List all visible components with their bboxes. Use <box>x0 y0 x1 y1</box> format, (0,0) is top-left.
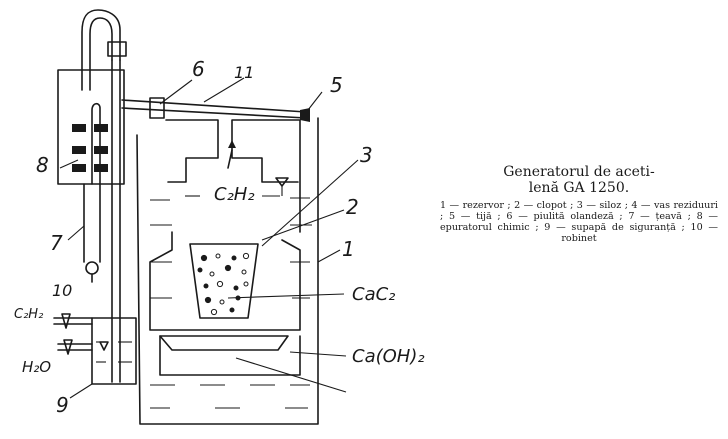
label-c2h2-bell: C₂H₂ <box>214 184 255 205</box>
chemical-purifier <box>57 69 125 185</box>
caption-legend: 1 — rezervor ; 2 — clopot ; 3 — siloz ; … <box>440 200 718 244</box>
label-10: 10 <box>52 281 72 300</box>
label-cac2: CaC₂ <box>352 284 395 305</box>
carbide-pieces <box>197 252 250 316</box>
union-nut <box>149 97 165 119</box>
label-8: 8 <box>36 153 49 177</box>
caption-title-line1: Generatorul de aceti- <box>503 164 655 180</box>
label-11: 11 <box>234 63 254 82</box>
diagram-labels: 1 2 3 5 6 7 8 9 10 11 C₂H₂ C₂H₂ H₂O CaC₂… <box>14 57 425 417</box>
rod-and-tube <box>121 99 310 122</box>
caption-title: Generatorul de aceti- lenă GA 1250. <box>440 164 718 196</box>
carbide-piece <box>229 307 235 313</box>
label-9: 9 <box>56 393 69 417</box>
water-level-marker <box>275 177 289 196</box>
label-h2o: H₂O <box>22 358 51 376</box>
label-c2h2-outlet: C₂H₂ <box>14 307 43 322</box>
label-3: 3 <box>360 143 373 167</box>
caption-title-line2: lenă GA 1250. <box>528 180 630 196</box>
carbide-piece <box>224 264 232 272</box>
carbide-piece <box>215 253 221 259</box>
faucet <box>53 313 93 355</box>
water-lines <box>150 195 312 409</box>
carbide-piece <box>231 255 237 261</box>
label-1: 1 <box>342 237 355 261</box>
label-2: 2 <box>346 195 359 219</box>
carbide-piece <box>200 254 208 262</box>
vertical-pipe <box>81 9 127 383</box>
pipe <box>83 183 101 283</box>
carbide-piece <box>241 269 247 275</box>
safety-valve <box>91 317 137 385</box>
figure-caption: Generatorul de aceti- lenă GA 1250. 1 — … <box>440 164 718 244</box>
bell <box>149 119 301 331</box>
residue-vessel <box>159 335 301 376</box>
label-6: 6 <box>192 57 205 81</box>
reservoir <box>136 117 319 425</box>
label-caoh2: Ca(OH)₂ <box>352 346 425 367</box>
carbide-piece <box>219 299 225 305</box>
carbide-piece <box>197 267 203 273</box>
carbide-silo <box>189 243 259 319</box>
carbide-piece <box>243 281 249 287</box>
carbide-piece <box>210 308 218 316</box>
carbide-piece <box>203 283 209 289</box>
carbide-piece <box>233 285 239 291</box>
leader-lines <box>59 77 359 399</box>
gas-flow-arrow <box>227 140 236 169</box>
label-5: 5 <box>330 73 343 97</box>
carbide-piece <box>209 271 215 277</box>
carbide-piece <box>204 296 212 304</box>
label-7: 7 <box>50 231 63 255</box>
carbide-piece <box>216 280 224 288</box>
carbide-piece <box>242 252 250 260</box>
